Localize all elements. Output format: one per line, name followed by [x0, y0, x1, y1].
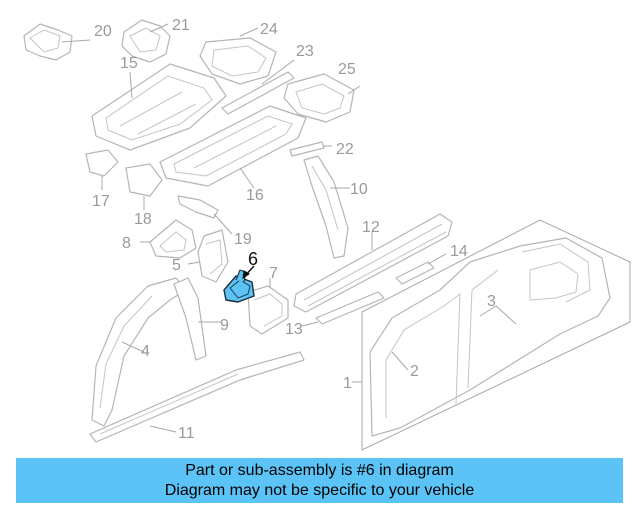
callout-21: 21 — [172, 17, 190, 34]
callout-15: 15 — [120, 55, 138, 72]
callout-2: 2 — [410, 363, 419, 380]
part-23 — [221, 59, 295, 115]
callout-16: 16 — [246, 187, 264, 204]
part-24 — [199, 27, 277, 85]
callout-13: 13 — [285, 321, 303, 338]
part-1-box — [352, 219, 631, 451]
part-21 — [121, 19, 171, 63]
banner-line-part-number: Part or sub-assembly is #6 in diagram — [185, 461, 454, 479]
part-14 — [395, 253, 447, 285]
part-5 — [187, 229, 229, 283]
callout-1: 1 — [343, 375, 352, 392]
callout-6: 6 — [248, 249, 258, 269]
part-25 — [283, 73, 361, 123]
body-side-panel — [369, 237, 611, 437]
callout-3: 3 — [487, 293, 496, 310]
part-11 — [89, 351, 305, 443]
part-18 — [125, 163, 163, 210]
callout-20: 20 — [94, 23, 112, 40]
part-7 — [247, 278, 289, 335]
callout-9: 9 — [220, 317, 229, 334]
part-info-banner: Part or sub-assembly is #6 in diagram Di… — [16, 458, 623, 503]
callout-22: 22 — [336, 141, 354, 158]
callout-5: 5 — [172, 257, 181, 274]
part-22 — [289, 141, 332, 157]
part-12 — [293, 213, 453, 313]
part-9 — [173, 277, 222, 361]
part-20 — [23, 23, 91, 61]
callout-7: 7 — [269, 265, 278, 282]
part-8 — [140, 219, 197, 259]
callout-18: 18 — [134, 211, 152, 228]
part-15 — [91, 63, 227, 151]
callout-10: 10 — [350, 181, 368, 198]
callout-4: 4 — [141, 343, 150, 360]
part-17 — [85, 149, 119, 190]
callout-11: 11 — [178, 425, 195, 442]
callout-17: 17 — [92, 193, 110, 210]
callout-23: 23 — [296, 43, 314, 60]
callout-24: 24 — [260, 21, 278, 38]
part-10 — [303, 155, 350, 259]
callout-25: 25 — [338, 61, 356, 78]
callout-8: 8 — [122, 235, 131, 252]
part-13 — [301, 291, 385, 327]
parts-diagram: 1 2 3 4 5 6 7 8 9 10 11 12 13 14 15 16 1… — [23, 17, 631, 451]
banner-line-disclaimer: Diagram may not be specific to your vehi… — [164, 481, 475, 499]
callout-14: 14 — [450, 243, 468, 260]
part-19 — [177, 195, 233, 235]
part-6-highlighted — [223, 265, 255, 303]
callout-12: 12 — [362, 219, 380, 236]
part-16 — [159, 105, 307, 189]
callout-19: 19 — [234, 231, 252, 248]
